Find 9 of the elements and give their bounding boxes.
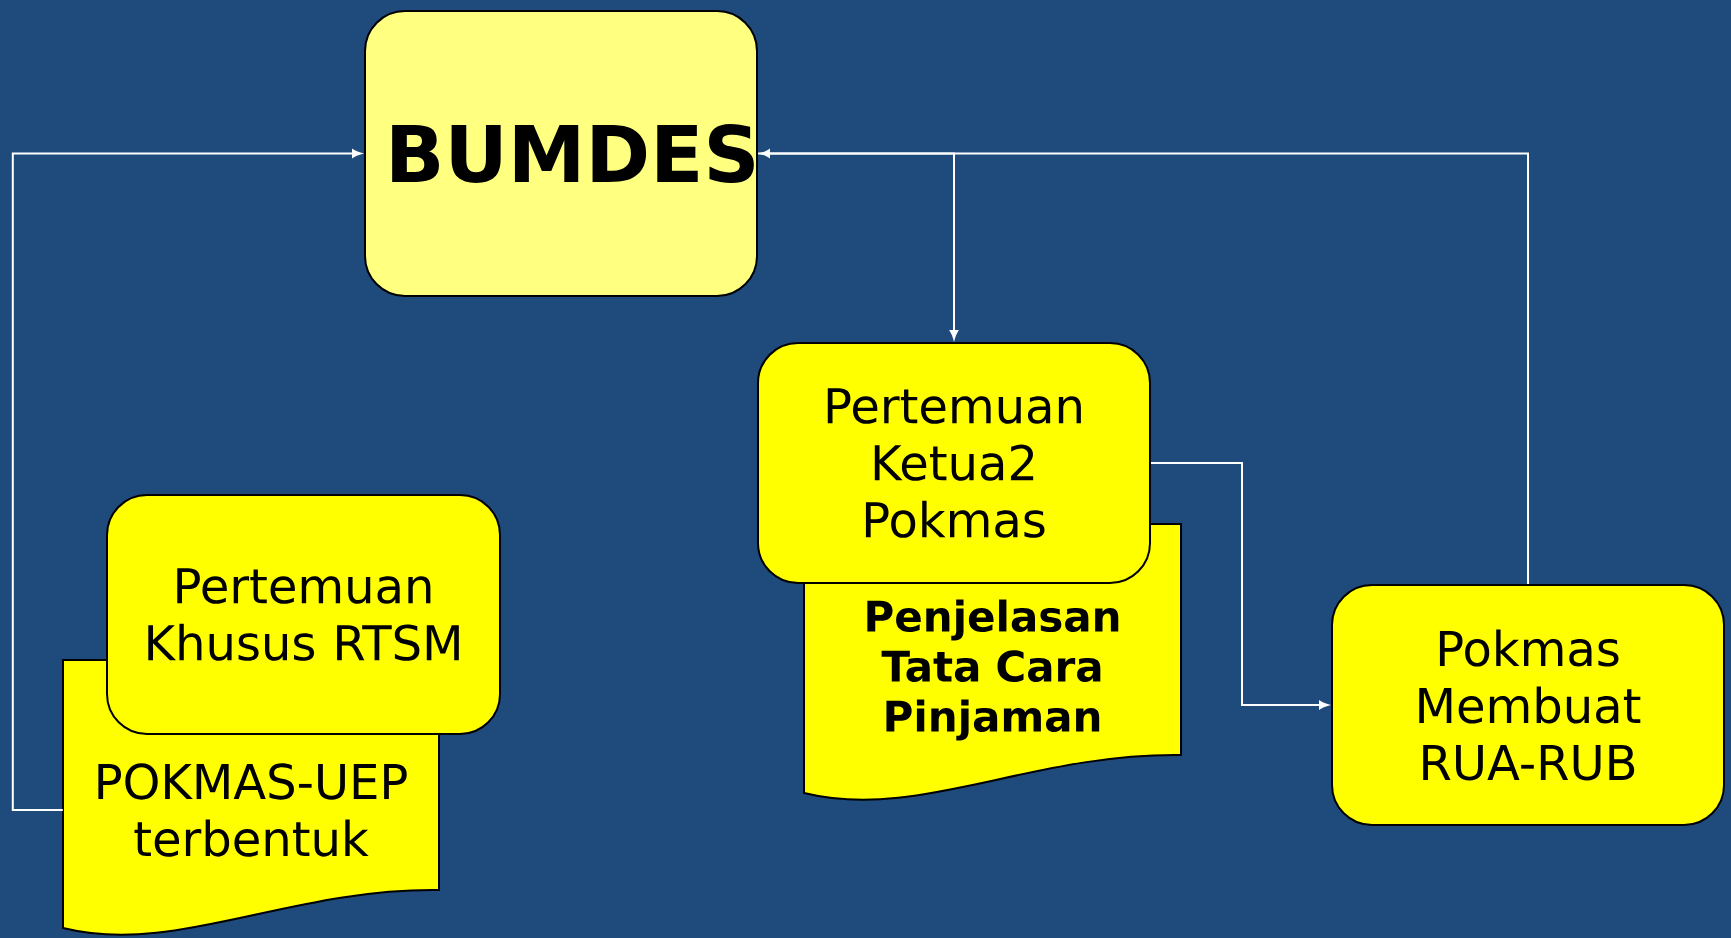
arrow [757,152,959,340]
rounded-box: Pokmas Membuat RUA-RUB [1331,584,1725,826]
arrow [11,149,362,811]
rounded-box: Pertemuan Khusus RTSM [106,494,501,735]
arrow [760,149,1529,585]
node-label: POKMAS-UEP terbentuk [98,763,407,857]
arrow [1150,462,1329,710]
rounded-box: Pertemuan Ketua2 Pokmas [757,342,1151,584]
rounded-box: BUMDES [364,10,758,297]
